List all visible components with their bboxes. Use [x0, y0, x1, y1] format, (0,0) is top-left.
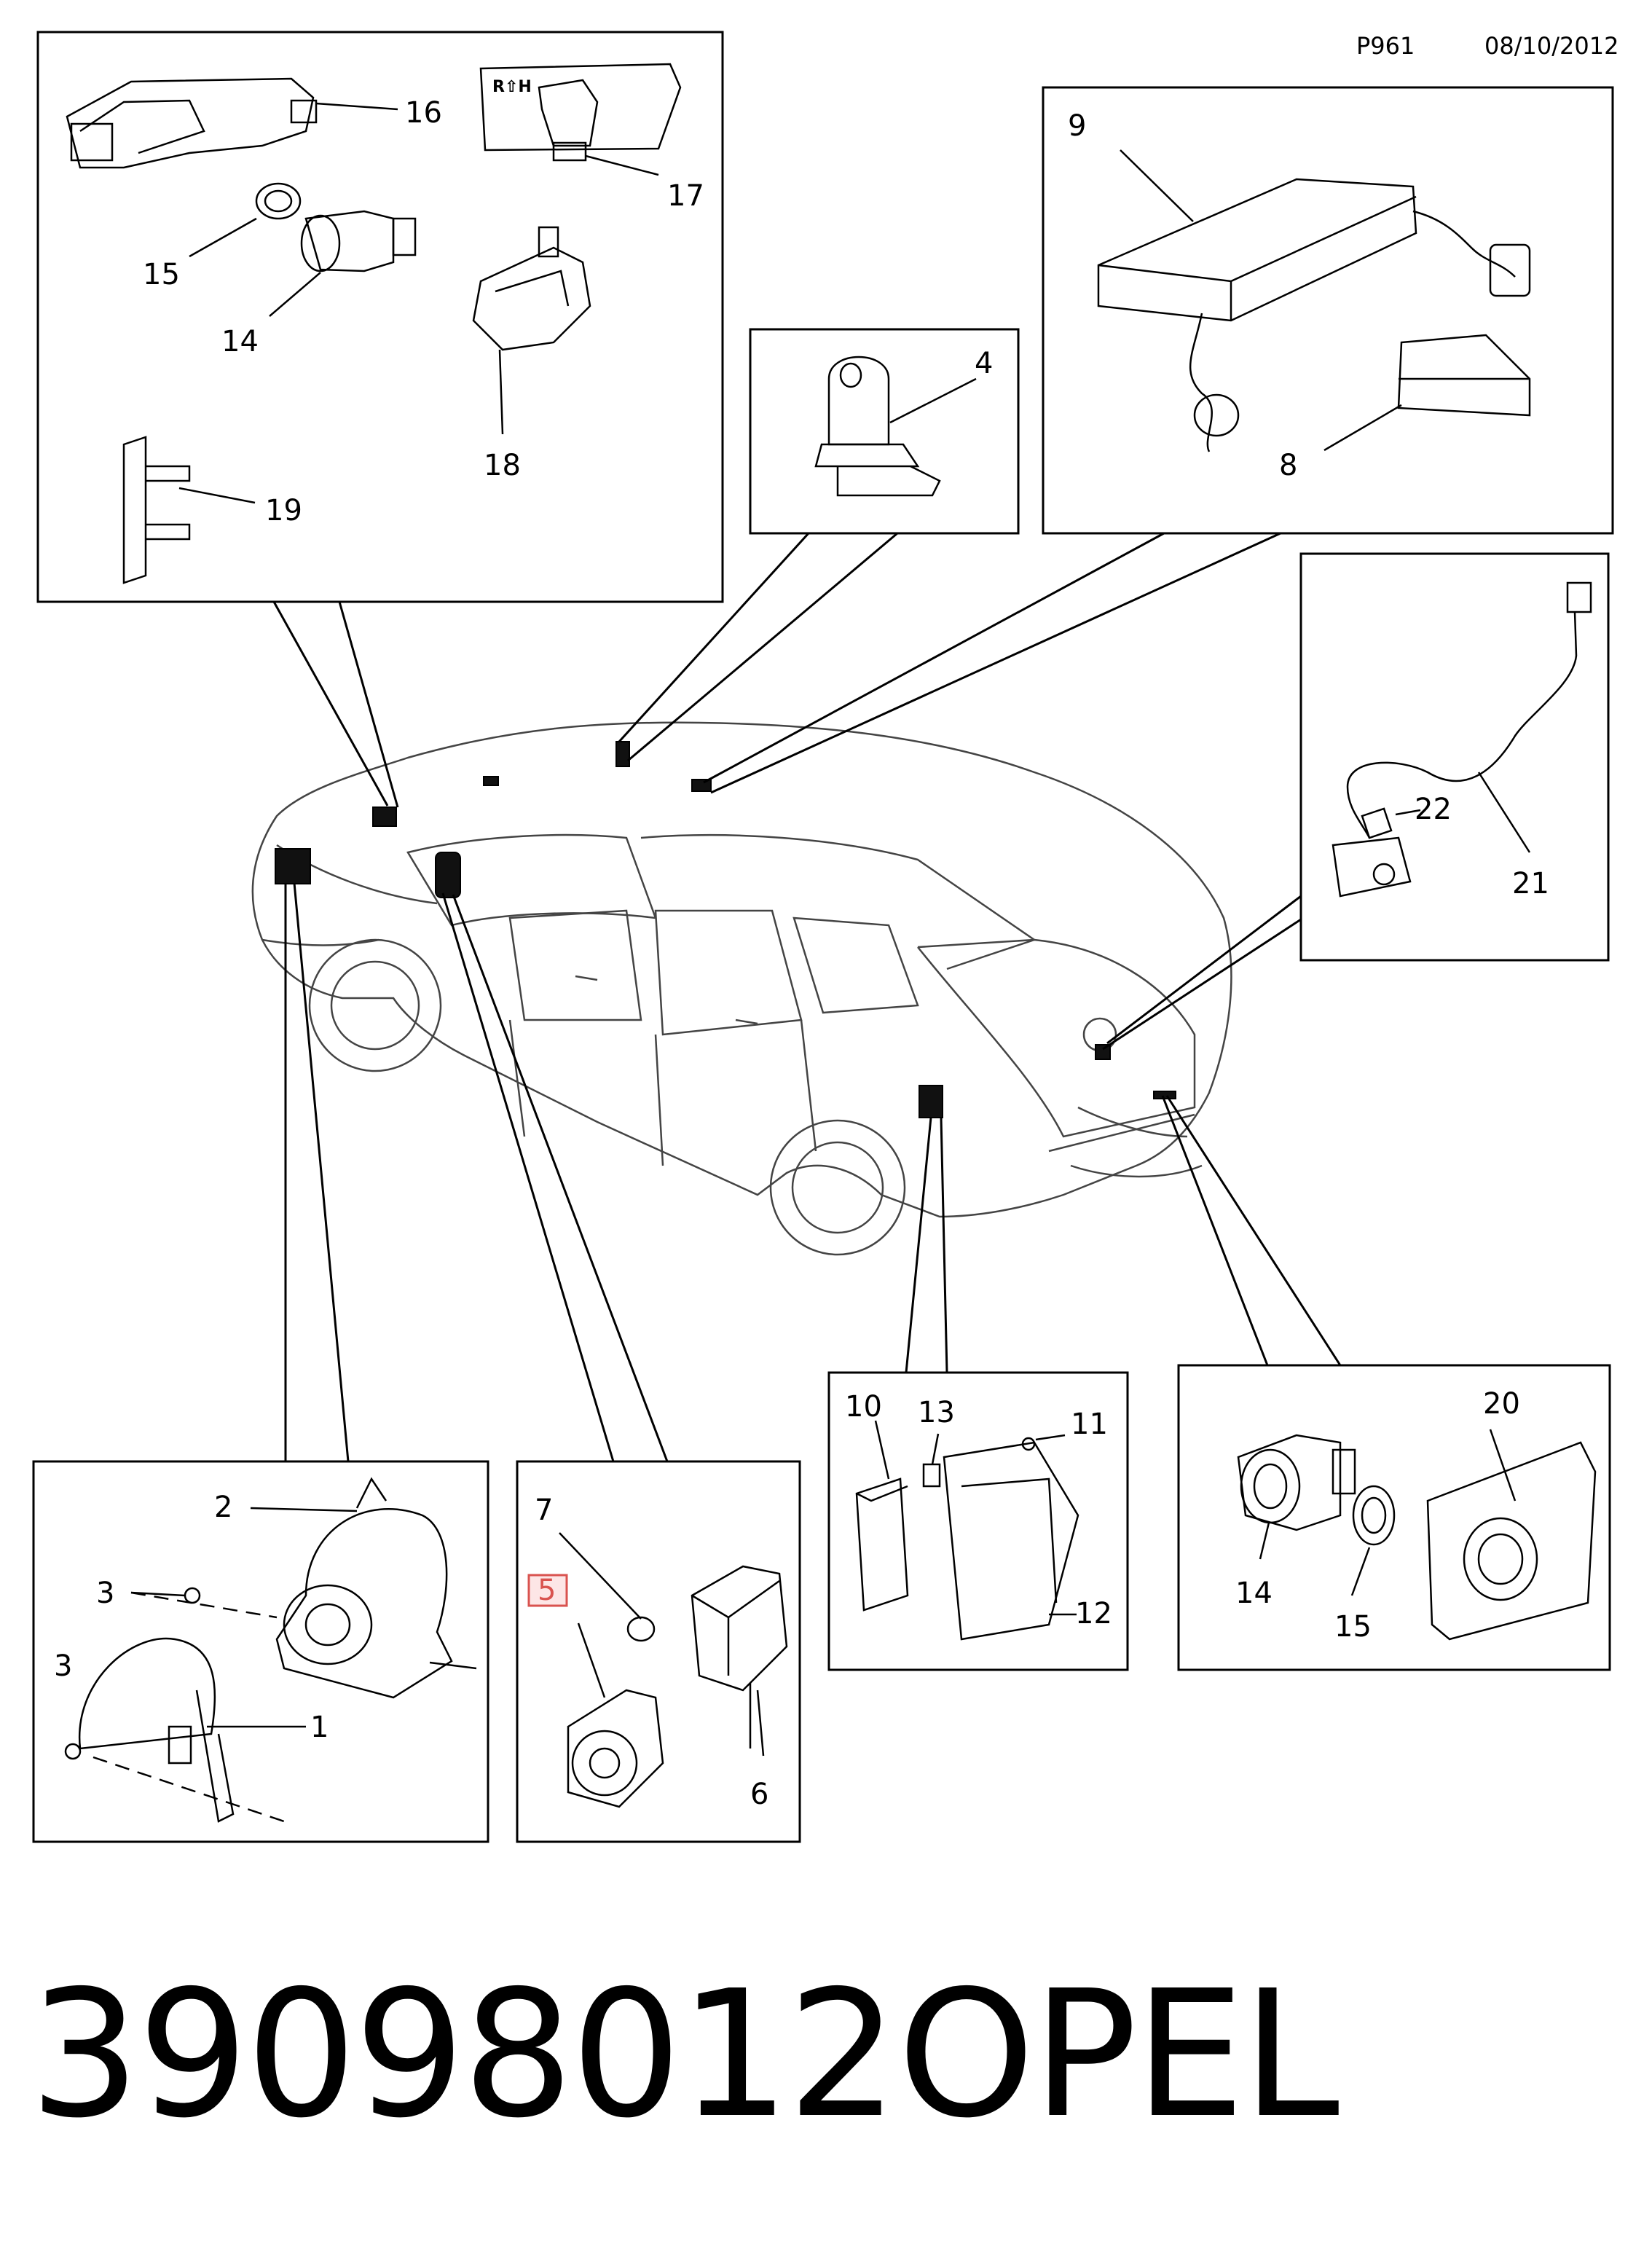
callout-13: 13: [918, 1396, 955, 1429]
callout-15: 15: [143, 258, 180, 291]
callout-14b: 14: [1235, 1577, 1273, 1610]
callout-3a: 3: [96, 1577, 114, 1610]
car-illustration: [251, 721, 1232, 1256]
callout-10: 10: [845, 1390, 882, 1424]
callout-20: 20: [1483, 1387, 1520, 1421]
inset-siren: [516, 1460, 801, 1843]
inset-receiver: [827, 1371, 1129, 1671]
module-parts: [1097, 149, 1531, 452]
brand-name: OPEL: [897, 1952, 1340, 2156]
callout-15b: 15: [1334, 1610, 1372, 1644]
callout-2: 2: [214, 1491, 232, 1524]
callout-4: 4: [975, 347, 993, 380]
callout-17: 17: [667, 179, 704, 213]
page-date: 08/10/2012: [1484, 32, 1619, 60]
inset-rear-sensors: [1177, 1364, 1611, 1671]
horn-parts: [64, 1477, 477, 1823]
callout-11: 11: [1071, 1408, 1108, 1441]
inset-horns: [32, 1460, 489, 1843]
inset-lamp: [749, 328, 1020, 535]
lamp-part: [814, 356, 977, 497]
callout-5: 5: [538, 1574, 556, 1607]
rh-marking: R⇧H: [492, 78, 532, 96]
rear-sensor-parts: [1237, 1429, 1597, 1641]
callout-7: 7: [535, 1494, 553, 1527]
callout-19: 19: [265, 494, 302, 527]
callout-3b: 3: [54, 1649, 72, 1683]
callout-22: 22: [1415, 793, 1452, 826]
callout-12: 12: [1075, 1597, 1112, 1630]
part-number: 39098012: [29, 1952, 899, 2156]
callout-9: 9: [1068, 109, 1086, 143]
camera-parts: [1332, 581, 1592, 898]
inset-front-sensors: [36, 31, 724, 603]
callout-8: 8: [1279, 449, 1297, 482]
highlight-box-part-5: [527, 1574, 568, 1607]
callout-6: 6: [750, 1778, 768, 1811]
inset-module: [1042, 86, 1614, 535]
siren-parts: [559, 1532, 788, 1808]
front-sensor-parts: [66, 63, 682, 584]
callout-14: 14: [221, 325, 259, 358]
callout-1: 1: [310, 1711, 329, 1744]
callout-21: 21: [1512, 867, 1549, 900]
callout-18: 18: [484, 449, 521, 482]
page-code: P961: [1356, 32, 1415, 60]
receiver-parts: [855, 1420, 1079, 1641]
callout-16: 16: [405, 96, 442, 130]
inset-rear-camera: [1299, 552, 1610, 962]
